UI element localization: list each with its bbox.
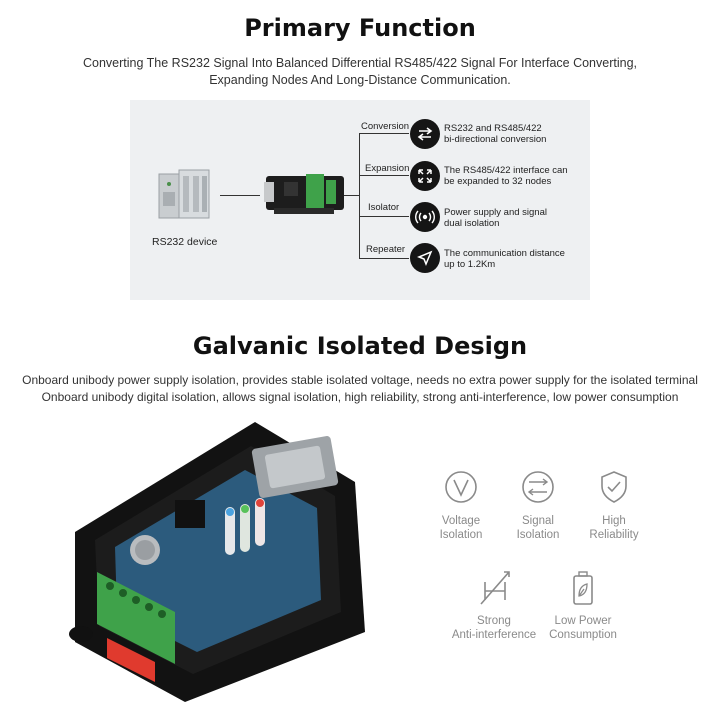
voltage-icon [445, 471, 477, 503]
feature-label: Signal Isolation [483, 514, 593, 542]
function-desc-repeater: The communication distance up to 1.2Km [444, 248, 565, 270]
feature-label-line: Consumption [549, 629, 617, 641]
rs232-device-image [158, 169, 210, 219]
feature-label-line: Isolation [516, 529, 560, 541]
function-desc-isolator: Power supply and signal dual isolation [444, 207, 547, 229]
feature-label-line: Reliability [589, 529, 639, 541]
battery-icon [573, 571, 593, 605]
anti-interference-icon [480, 571, 510, 605]
expand-arrows-icon [410, 161, 440, 191]
connection-line [220, 195, 260, 196]
branch-vertical-line [359, 133, 360, 259]
feature-label-line: Isolation [439, 529, 483, 541]
product-image [69, 422, 365, 702]
feature-label-line: Anti-interference [451, 629, 537, 641]
branch-line-1 [359, 133, 409, 134]
feature-label-line: Signal [522, 515, 554, 527]
function-tag-expansion: Expansion [365, 163, 410, 174]
converter-module-image [264, 174, 344, 214]
branch-line-3 [359, 216, 409, 217]
function-desc-line: The RS485/422 interface can [444, 165, 568, 176]
signal-waves-icon [410, 202, 440, 232]
section2-description: Onboard unibody power supply isolation, … [0, 372, 720, 406]
section2-line2: Onboard unibody digital isolation, allow… [41, 390, 679, 404]
feature-label-line: Strong [477, 615, 511, 627]
function-desc-line: The communication distance [444, 248, 565, 259]
branch-line-2 [359, 175, 409, 176]
function-tag-repeater: Repeater [366, 244, 406, 255]
rs232-device-label: RS232 device [152, 236, 218, 248]
branch-connector [344, 195, 360, 196]
section1-title: Primary Function [244, 14, 476, 42]
branch-line-4 [359, 258, 409, 259]
function-desc-line: bi-directional conversion [444, 134, 547, 145]
section1-subtitle-line2: Expanding Nodes And Long-Distance Commun… [209, 73, 511, 87]
signal-icon [522, 471, 554, 503]
function-desc-line: dual isolation [444, 218, 500, 229]
feature-label: Voltage Isolation [406, 514, 516, 542]
section2-line1: Onboard unibody power supply isolation, … [22, 373, 698, 387]
function-diagram-panel: RS232 device Conversion RS232 and RS485/… [130, 100, 590, 300]
function-tag-isolator: Isolator [368, 202, 400, 213]
function-desc-line: up to 1.2Km [444, 259, 496, 270]
shield-check-icon [601, 471, 627, 503]
function-desc-expansion: The RS485/422 interface can be expanded … [444, 165, 568, 187]
function-desc-line: RS232 and RS485/422 [444, 123, 542, 134]
function-desc-line: be expanded to 32 nodes [444, 176, 552, 187]
function-desc-conversion: RS232 and RS485/422 bi-directional conve… [444, 123, 546, 145]
feature-label: Low Power Consumption [528, 614, 638, 642]
feature-label: High Reliability [559, 514, 669, 542]
feature-label-line: Low Power [554, 615, 612, 627]
function-tag-conversion: Conversion [361, 121, 410, 132]
send-arrow-icon [410, 243, 440, 273]
feature-label-line: High [602, 515, 626, 527]
section2-title: Galvanic Isolated Design [192, 332, 528, 360]
feature-label-line: Voltage [441, 515, 481, 527]
arrows-exchange-icon [410, 119, 440, 149]
section1-subtitle: Converting The RS232 Signal Into Balance… [0, 55, 720, 89]
feature-label: Strong Anti-interference [439, 614, 549, 642]
section1-subtitle-line1: Converting The RS232 Signal Into Balance… [82, 56, 638, 70]
function-desc-line: Power supply and signal [444, 207, 547, 218]
